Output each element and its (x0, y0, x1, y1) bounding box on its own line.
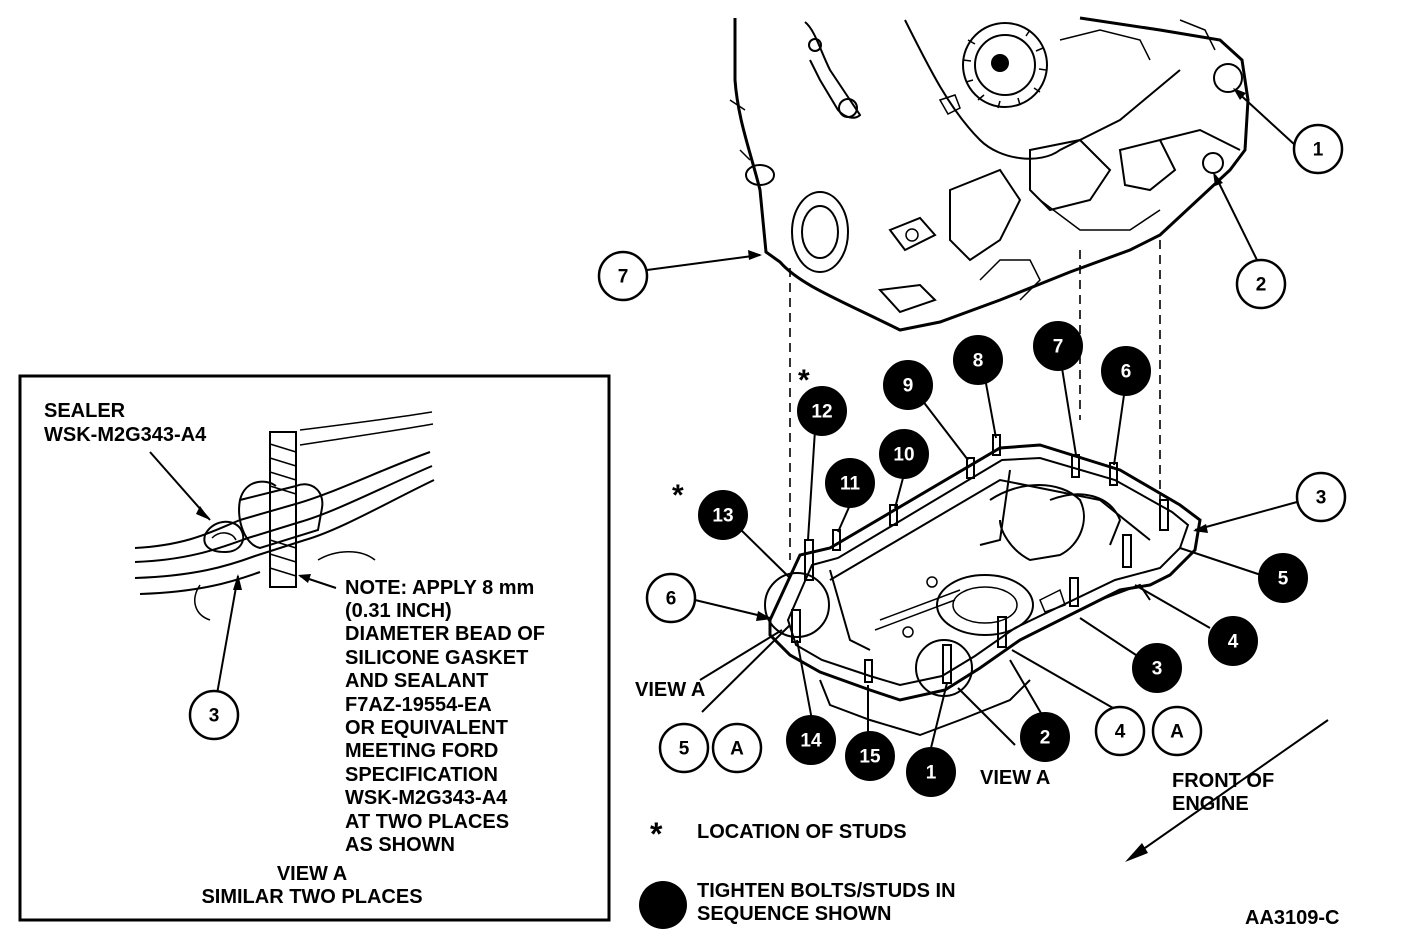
svg-text:2: 2 (1256, 275, 1267, 296)
note-line-2: (0.31 INCH) (345, 600, 452, 622)
note-line-10: WSK-M2G343-A4 (345, 787, 508, 809)
callout-view-a-right: A (1151, 705, 1203, 757)
svg-text:2: 2 (1040, 728, 1051, 749)
callout-part-5: 5 (658, 722, 710, 774)
callout-part-3: 3 (1295, 471, 1347, 523)
svg-text:13: 13 (712, 506, 733, 527)
sequence-bolt-12: 12 (797, 386, 847, 436)
stud-marker-12: * (798, 364, 810, 397)
svg-text:12: 12 (811, 402, 832, 423)
sequence-bolt-4: 4 (1208, 616, 1258, 666)
inset-view-title: VIEW A (277, 863, 347, 885)
legend-sequence-text-line-1: TIGHTEN BOLTS/STUDS IN (697, 880, 956, 902)
note-line-7: OR EQUIVALENT (345, 717, 508, 739)
stud-marker-13: * (672, 479, 684, 512)
inset-border (18, 374, 611, 922)
svg-text:3: 3 (209, 706, 220, 727)
svg-text:1: 1 (1313, 140, 1324, 161)
note-line-6: F7AZ-19554-EA (345, 694, 492, 716)
svg-text:1: 1 (926, 763, 937, 784)
svg-text:6: 6 (1121, 362, 1132, 383)
sequence-bolt-6: 6 (1101, 346, 1151, 396)
svg-text:7: 7 (618, 267, 629, 288)
sequence-bolt-1: 1 (906, 747, 956, 797)
alignment-lines (789, 240, 1161, 560)
view-a-label-bottom: VIEW A (980, 767, 1050, 789)
sequence-bolt-2: 2 (1020, 712, 1070, 762)
inset-note: NOTE: APPLY 8 mm (0.31 INCH) DIAMETER BE… (345, 577, 545, 856)
note-line-9: SPECIFICATION (345, 764, 498, 786)
svg-text:4: 4 (1228, 632, 1239, 653)
legend-studs-text: LOCATION OF STUDS (697, 821, 907, 843)
sequence-bolt-8: 8 (953, 335, 1003, 385)
legend: * LOCATION OF STUDS TIGHTEN BOLTS/STUDS … (639, 816, 956, 929)
sequence-bolt-3: 3 (1132, 643, 1182, 693)
callout-part-6: 6 (645, 572, 697, 624)
front-of-engine-line-1: FRONT OF (1172, 770, 1274, 792)
svg-text:5: 5 (679, 739, 690, 760)
svg-text:4: 4 (1115, 722, 1126, 743)
sequence-bolt-10: 10 (879, 429, 929, 479)
sequence-bolt-15: 15 (845, 731, 895, 781)
front-of-engine-line-2: ENGINE (1172, 793, 1249, 815)
svg-text:A: A (1170, 722, 1184, 743)
svg-text:15: 15 (859, 747, 881, 768)
legend-sequence-symbol (639, 881, 687, 929)
note-line-1: NOTE: APPLY 8 mm (345, 577, 534, 599)
callout-view-a-left: A (711, 722, 763, 774)
sealer-label-line-2: WSK-M2G343-A4 (44, 424, 207, 446)
leader-lines (646, 88, 1329, 862)
sequence-bolt-11: 11 (825, 458, 875, 508)
view-a-inset: SEALER WSK-M2G343-A4 NOTE: APPLY 8 mm (0… (18, 374, 611, 922)
svg-text:10: 10 (893, 445, 914, 466)
inset-view-subtitle: SIMILAR TWO PLACES (201, 886, 422, 908)
view-a-circle-left (764, 572, 830, 638)
sequence-bolt-13: 13 (698, 490, 748, 540)
inset-gasket-drawing (134, 411, 435, 695)
svg-text:9: 9 (903, 376, 914, 397)
note-line-12: AS SHOWN (345, 834, 455, 856)
sequence-bolt-7: 7 (1033, 321, 1083, 371)
svg-text:11: 11 (840, 474, 861, 495)
svg-text:A: A (730, 739, 744, 760)
note-line-11: AT TWO PLACES (345, 811, 509, 833)
sequence-bolt-9: 9 (883, 360, 933, 410)
note-line-8: MEETING FORD (345, 740, 498, 762)
note-line-3: DIAMETER BEAD OF (345, 623, 545, 645)
note-line-4: SILICONE GASKET (345, 647, 528, 669)
svg-text:7: 7 (1053, 337, 1064, 358)
view-a-label-left: VIEW A (635, 679, 705, 701)
engine-block-drawing (729, 16, 1250, 332)
legend-sequence-text-line-2: SEQUENCE SHOWN (697, 903, 891, 925)
note-line-5: AND SEALANT (345, 670, 488, 692)
figure-id: AA3109-C (1245, 907, 1339, 929)
sequence-bolt-5: 5 (1258, 553, 1308, 603)
inset-callout-3: 3 (188, 689, 240, 741)
callout-part-1: 1 (1292, 123, 1344, 175)
legend-studs-symbol: * (650, 816, 663, 852)
svg-text:5: 5 (1278, 569, 1289, 590)
callout-part-4: 4 (1094, 705, 1146, 757)
svg-text:3: 3 (1316, 488, 1327, 509)
sealer-label-line-1: SEALER (44, 400, 126, 422)
callout-part-7: 7 (597, 250, 649, 302)
sequence-bolt-14: 14 (786, 715, 836, 765)
svg-text:8: 8 (973, 351, 984, 372)
callout-part-2: 2 (1235, 258, 1287, 310)
svg-text:14: 14 (800, 731, 822, 752)
svg-text:6: 6 (666, 589, 677, 610)
svg-text:3: 3 (1152, 659, 1163, 680)
